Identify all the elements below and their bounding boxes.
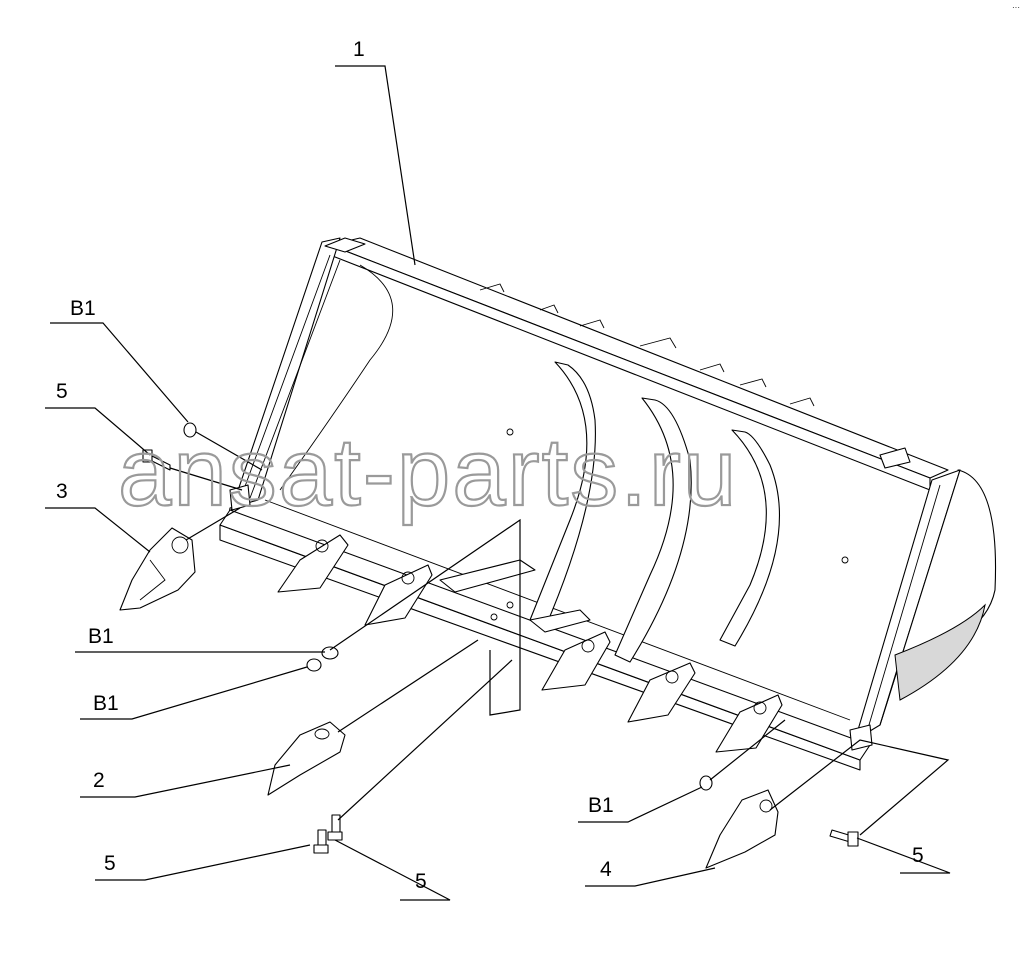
watermark-text: ansat-parts.ru	[118, 419, 738, 526]
callout-b1-top: B1	[70, 297, 96, 320]
corner-mark: ···	[1012, 3, 1020, 12]
callout-2: 2	[93, 769, 105, 792]
callout-b1-mid-a: B1	[88, 625, 114, 648]
callout-1: 1	[353, 38, 365, 61]
bolts	[142, 449, 859, 854]
callout-5-left: 5	[56, 380, 68, 403]
callout-5-bottom-a: 5	[104, 852, 116, 875]
callout-3: 3	[56, 480, 68, 503]
bucket-body	[219, 237, 997, 771]
part-3-corner-tooth	[119, 527, 196, 611]
nuts	[183, 422, 713, 791]
callout-leaders	[45, 65, 951, 901]
assembly-lines	[169, 431, 950, 836]
callout-b1-right: B1	[588, 794, 614, 817]
callout-b1-mid-b: B1	[93, 692, 119, 715]
part-2-tooth	[267, 721, 346, 796]
callout-5-right: 5	[912, 844, 924, 867]
part-4-corner-tooth	[705, 789, 779, 869]
callout-4: 4	[600, 858, 612, 881]
mounted-teeth	[277, 534, 783, 753]
callout-5-bottom-b: 5	[415, 870, 427, 893]
